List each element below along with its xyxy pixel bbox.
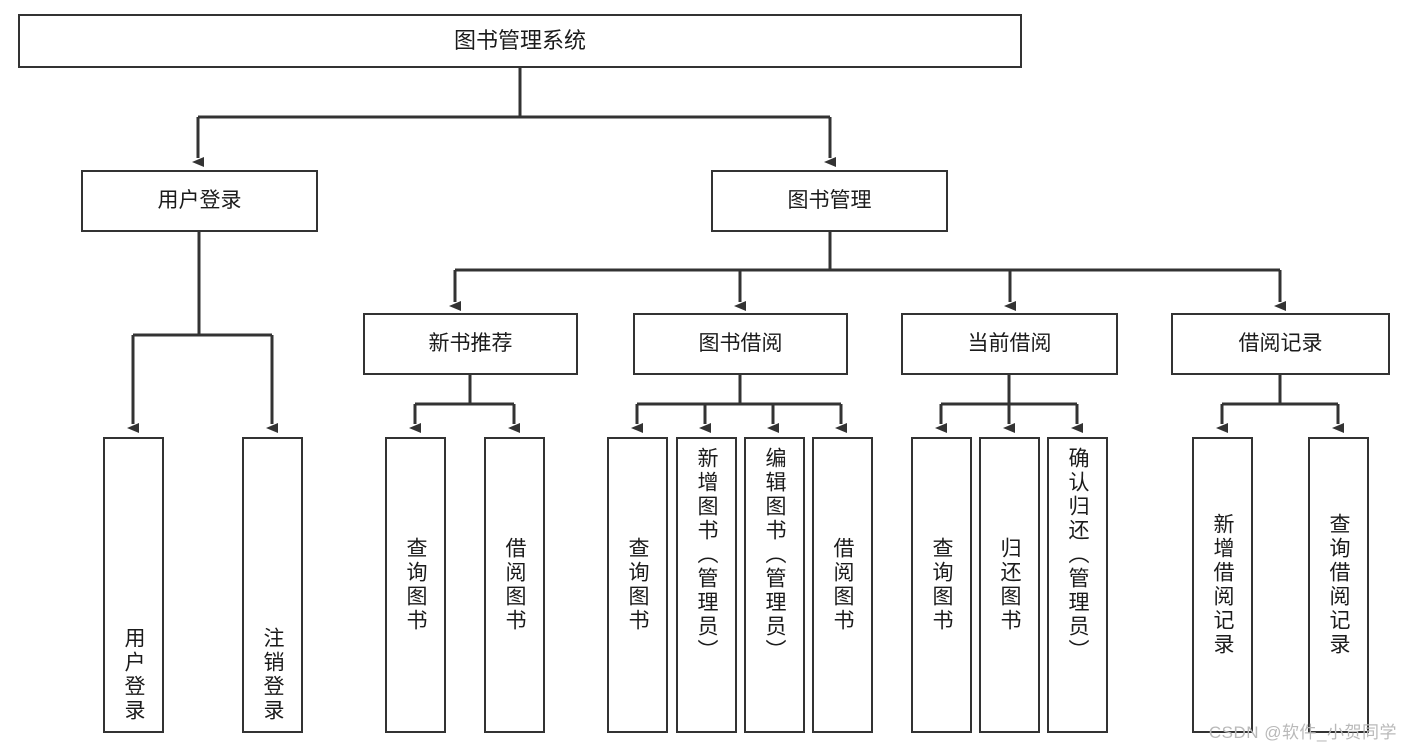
leaf-add-borrow-record[interactable]: 新增借阅记录 [1192,437,1253,733]
node-label: 注销登录 [261,627,284,723]
leaf-logout-login[interactable]: 注销登录 [242,437,303,733]
node-borrow-record[interactable]: 借阅记录 [1171,313,1390,375]
node-label: 查询图书 [626,537,649,633]
leaf-borrow-book-recommend[interactable]: 借阅图书 [484,437,545,733]
node-label: 用户登录 [157,189,242,213]
node-label: 新增图书（管理员） [695,447,718,663]
leaf-query-book-current[interactable]: 查询图书 [911,437,972,733]
leaf-query-book-borrow[interactable]: 查询图书 [607,437,668,733]
node-label: 图书管理系统 [453,27,586,53]
node-label: 借阅记录 [1238,332,1323,356]
node-label: 用户登录 [122,627,145,723]
leaf-confirm-return-admin[interactable]: 确认归还（管理员） [1047,437,1108,733]
node-label: 查询图书 [930,537,953,633]
node-label: 查询借阅记录 [1327,513,1350,657]
node-label: 图书借阅 [698,332,783,356]
node-label: 新增借阅记录 [1211,513,1234,657]
watermark: CSDN @软件_小贺同学 [1208,723,1397,742]
node-label: 归还图书 [998,537,1021,633]
node-label: 图书管理 [787,189,872,213]
node-root-book-management-system[interactable]: 图书管理系统 [18,14,1022,68]
node-label: 查询图书 [404,537,427,633]
node-label: 确认归还（管理员） [1066,447,1089,663]
node-book-management[interactable]: 图书管理 [711,170,948,232]
leaf-user-login[interactable]: 用户登录 [103,437,164,733]
node-new-book-recommend[interactable]: 新书推荐 [363,313,578,375]
node-label: 借阅图书 [503,537,526,633]
leaf-return-book[interactable]: 归还图书 [979,437,1040,733]
node-user-login[interactable]: 用户登录 [81,170,318,232]
node-book-borrow[interactable]: 图书借阅 [633,313,848,375]
leaf-query-book-recommend[interactable]: 查询图书 [385,437,446,733]
node-label: 当前借阅 [967,332,1052,356]
node-label: 借阅图书 [831,537,854,633]
node-current-borrow[interactable]: 当前借阅 [901,313,1118,375]
leaf-add-book-admin[interactable]: 新增图书（管理员） [676,437,737,733]
leaf-edit-book-admin[interactable]: 编辑图书（管理员） [744,437,805,733]
leaf-query-borrow-record[interactable]: 查询借阅记录 [1308,437,1369,733]
node-label: 编辑图书（管理员） [763,447,786,663]
node-label: 新书推荐 [428,332,513,356]
leaf-borrow-book-borrow[interactable]: 借阅图书 [812,437,873,733]
